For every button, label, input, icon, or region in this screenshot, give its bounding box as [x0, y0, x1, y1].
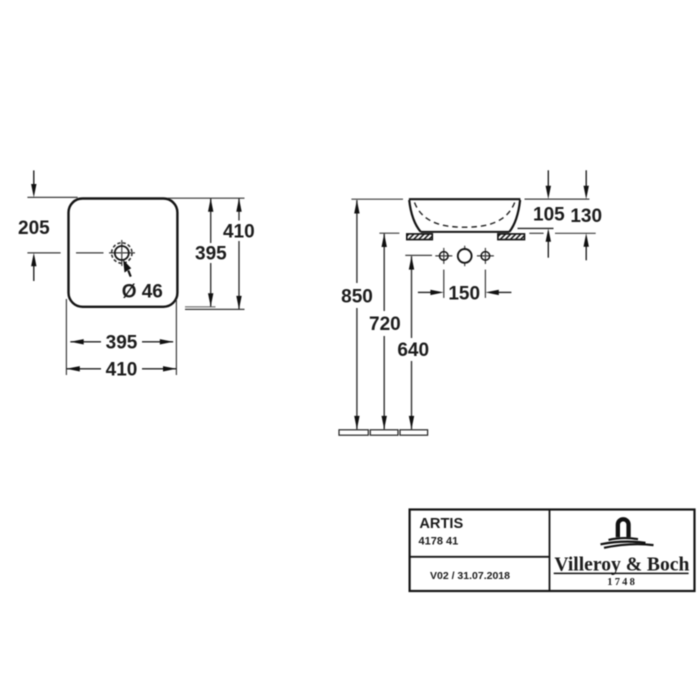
svg-text:Villeroy & Boch: Villeroy & Boch: [554, 554, 689, 575]
svg-text:720: 720: [369, 314, 401, 335]
svg-text:395: 395: [195, 244, 227, 265]
svg-text:395: 395: [106, 333, 138, 354]
svg-text:205: 205: [18, 218, 50, 239]
svg-text:410: 410: [223, 222, 255, 243]
svg-text:105: 105: [533, 204, 565, 225]
svg-text:ARTIS: ARTIS: [419, 516, 463, 532]
svg-text:V02 / 31.07.2018: V02 / 31.07.2018: [430, 570, 510, 582]
svg-text:130: 130: [570, 206, 602, 227]
svg-text:150: 150: [448, 283, 480, 304]
svg-text:640: 640: [397, 340, 429, 361]
svg-text:Ø 46: Ø 46: [122, 282, 163, 303]
svg-text:4178 41: 4178 41: [419, 535, 459, 547]
svg-text:1748: 1748: [607, 577, 637, 588]
svg-text:850: 850: [341, 286, 373, 307]
svg-text:410: 410: [106, 360, 138, 381]
